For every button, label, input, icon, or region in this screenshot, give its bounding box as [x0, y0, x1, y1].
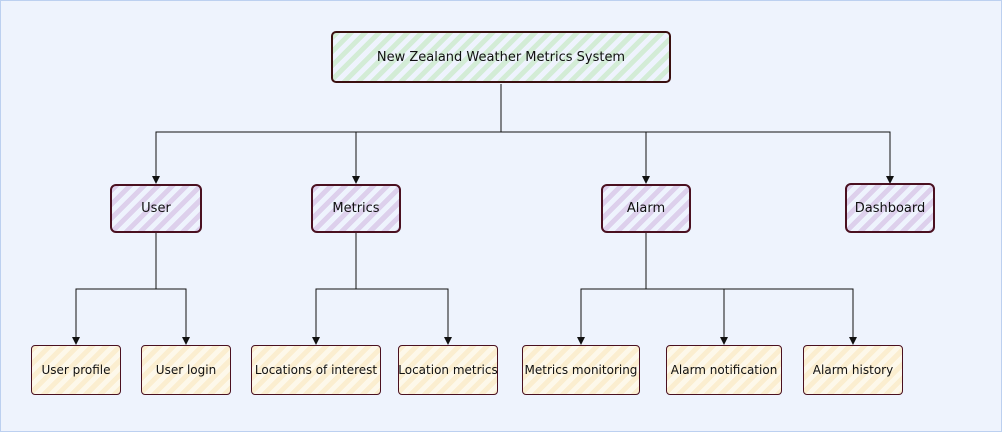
root-node-label: New Zealand Weather Metrics System: [376, 49, 626, 65]
category-node-metrics: Metrics: [311, 184, 401, 233]
leaf-node-label: Alarm history: [812, 363, 894, 377]
leaf-node-label: User profile: [41, 363, 111, 377]
leaf-node-user-login: User login: [141, 345, 231, 395]
leaf-node-locations-of-interest: Locations of interest: [251, 345, 381, 395]
root-node: New Zealand Weather Metrics System: [331, 31, 671, 83]
connector-metrics-locations-of-interest: [312, 233, 357, 345]
leaf-node-label: Alarm notification: [670, 363, 778, 377]
category-node-label: User: [141, 201, 171, 216]
leaf-node-location-metrics: Location metrics: [398, 345, 498, 395]
leaf-node-user-profile: User profile: [31, 345, 121, 395]
connector-user-user-login: [155, 233, 190, 345]
category-node-label: Metrics: [332, 201, 380, 216]
connector-alarm-metrics-monitoring: [577, 233, 647, 345]
connector-user-user-profile: [72, 233, 157, 345]
leaf-node-alarm-notification: Alarm notification: [666, 345, 782, 395]
connector-root-metrics: [352, 84, 502, 184]
leaf-node-label: Metrics monitoring: [524, 363, 638, 377]
connector-root-dashboard: [500, 84, 894, 184]
category-node-dashboard: Dashboard: [845, 183, 935, 233]
category-node-alarm: Alarm: [601, 184, 691, 233]
connector-alarm-alarm-history: [645, 233, 857, 345]
leaf-node-label: Locations of interest: [254, 363, 378, 377]
connector-metrics-location-metrics: [355, 233, 452, 345]
leaf-node-metrics-monitoring: Metrics monitoring: [522, 345, 640, 395]
leaf-node-label: Location metrics: [398, 363, 498, 377]
connector-root-user: [152, 84, 502, 184]
leaf-node-label: User login: [155, 363, 217, 377]
leaf-node-alarm-history: Alarm history: [803, 345, 903, 395]
category-node-label: Dashboard: [854, 200, 926, 216]
category-node-user: User: [110, 184, 202, 233]
connector-root-alarm: [500, 84, 650, 184]
category-node-label: Alarm: [626, 201, 666, 216]
